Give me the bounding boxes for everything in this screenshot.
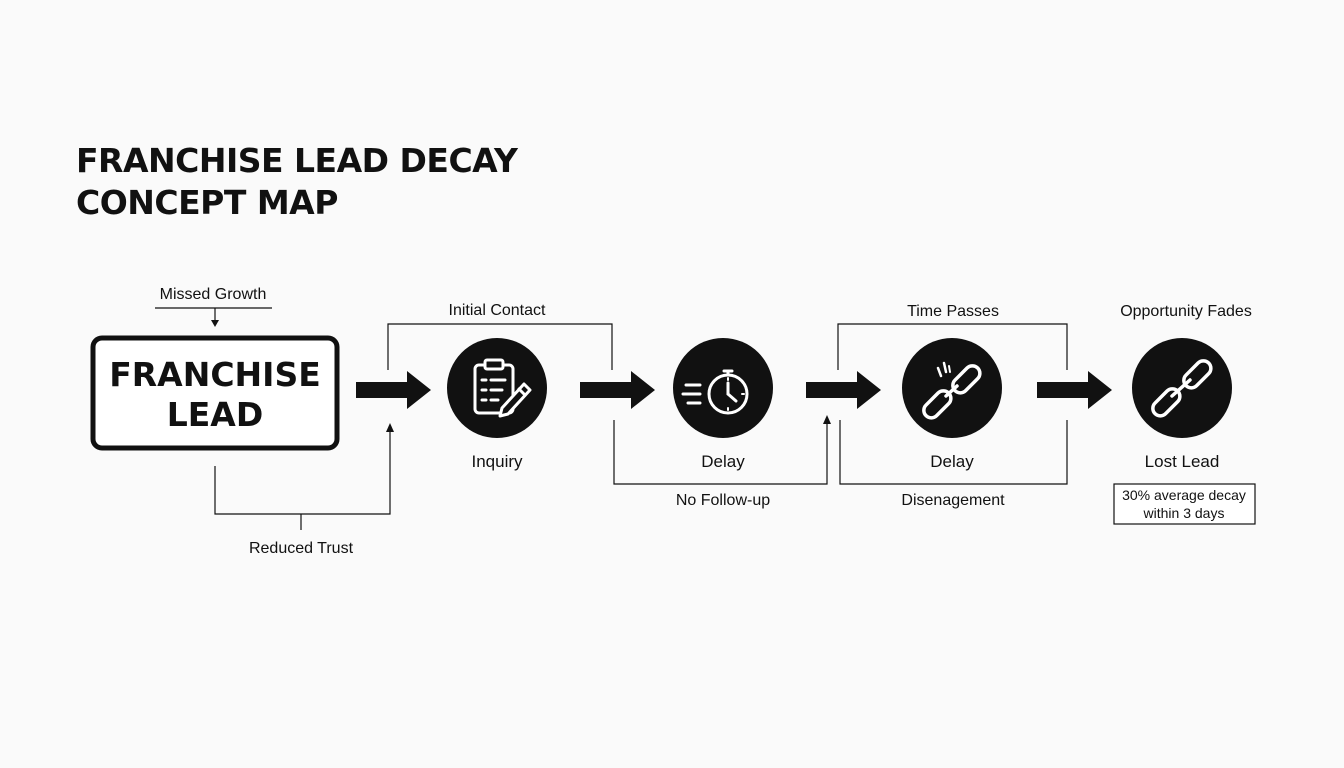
reduced-trust-label: Reduced Trust xyxy=(249,540,354,557)
franchise-lead-node: FRANCHISE LEAD xyxy=(90,335,340,451)
lost-lead-label: Lost Lead xyxy=(1145,452,1220,471)
title-line-2: CONCEPT MAP xyxy=(76,183,338,222)
no-follow-up-label: No Follow-up xyxy=(676,492,770,509)
arrow-2 xyxy=(580,371,655,409)
opportunity-fades-label: Opportunity Fades xyxy=(1120,303,1252,320)
franchise-lead-line-1: FRANCHISE xyxy=(109,355,321,394)
delay-label-1: Delay xyxy=(701,452,745,471)
broken-chain-icon xyxy=(922,361,982,420)
clipboard-pencil-icon xyxy=(473,358,532,418)
time-passes-label: Time Passes xyxy=(907,303,999,320)
delay-node-2: Delay xyxy=(902,338,1002,471)
arrow-4 xyxy=(1037,371,1112,409)
decay-note: 30% average decay within 3 days xyxy=(1113,483,1256,525)
inquiry-node: Inquiry xyxy=(447,338,547,471)
initial-contact-label: Initial Contact xyxy=(449,302,546,319)
missed-growth-label: Missed Growth xyxy=(160,286,267,303)
delay-label-2: Delay xyxy=(930,452,974,471)
arrow-1 xyxy=(356,371,431,409)
reduced-trust-connector: Reduced Trust xyxy=(214,423,394,557)
delay-node-1: Delay xyxy=(673,338,773,471)
no-follow-up-connector: No Follow-up xyxy=(613,415,831,509)
stopwatch-icon xyxy=(681,369,749,415)
disengagement-label: Disenagement xyxy=(901,492,1005,509)
initial-contact-connector: Initial Contact xyxy=(387,302,613,370)
chain-link-icon xyxy=(1151,359,1213,418)
title-line-1: FRANCHISE LEAD DECAY xyxy=(76,141,518,180)
decay-note-line-2: within 3 days xyxy=(1143,505,1225,521)
lost-lead-node: Lost Lead xyxy=(1132,338,1232,471)
inquiry-label: Inquiry xyxy=(471,452,523,471)
disengagement-connector: Disenagement xyxy=(839,420,1068,509)
page-title: FRANCHISE LEAD DECAY CONCEPT MAP xyxy=(76,140,518,224)
franchise-lead-line-2: LEAD xyxy=(167,395,264,434)
time-passes-connector: Time Passes xyxy=(837,303,1068,370)
decay-note-line-1: 30% average decay xyxy=(1122,487,1246,503)
missed-growth-connector: Missed Growth xyxy=(155,286,272,327)
arrow-3 xyxy=(806,371,881,409)
